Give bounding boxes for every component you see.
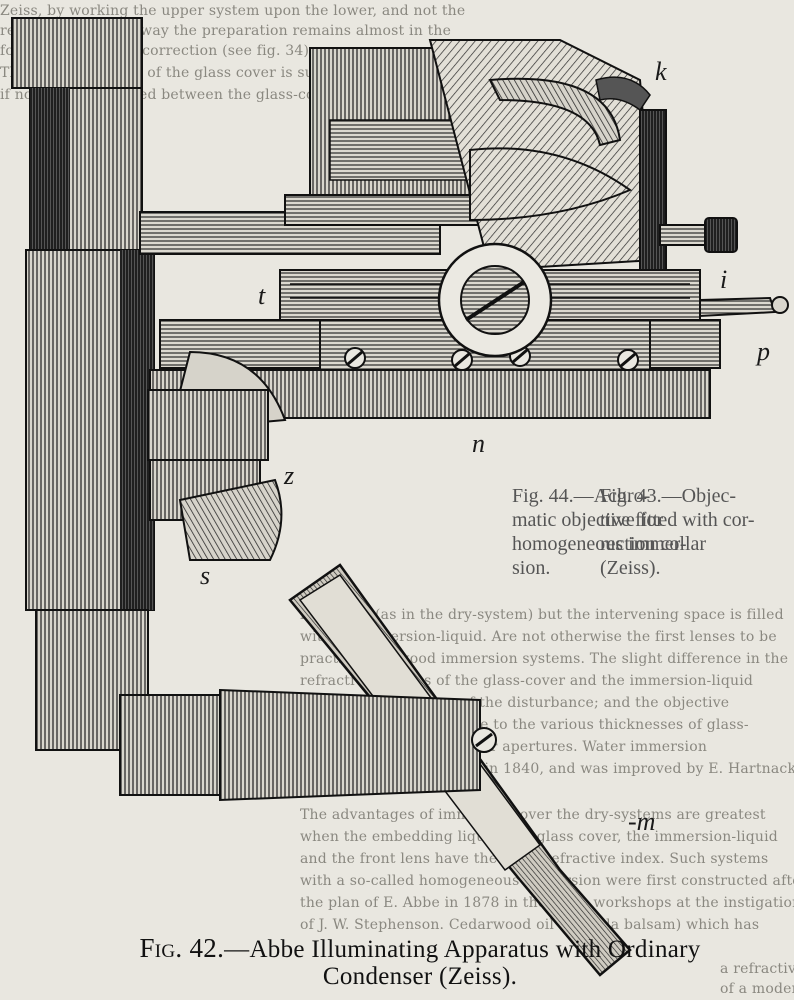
bleed-line: with an immersion-liquid. Are not otherw…	[300, 629, 777, 645]
caption-text-line1: —Abbe Illuminating Apparatus with Ordina…	[224, 936, 701, 963]
bleed-line: practical and good immersion systems. Th…	[300, 651, 789, 667]
bleed-line: a refractive index of 1·515 is the immer…	[720, 961, 794, 977]
label-i: i	[720, 265, 727, 294]
pillar	[11, 17, 155, 751]
bleed-line: front lens (as in the dry-system) but th…	[300, 607, 784, 623]
bleed-line: The advantages of immersion over the dry…	[300, 807, 766, 823]
bleed-line: of J. W. Stephenson. Cedarwood oil (Cana…	[300, 917, 760, 933]
label-z: z	[283, 461, 294, 490]
bleed-line: when the embedding liquid, the glass cov…	[300, 829, 778, 845]
label-t: t	[258, 281, 266, 310]
bleed-line: of a modern system of this type with a n…	[720, 981, 794, 997]
label-k: k	[655, 57, 667, 86]
figure-number: Fig. 42.	[139, 933, 225, 963]
label-n: n	[472, 429, 485, 458]
fig44-caption: Fig. 44.—Achro- matic objective for homo…	[512, 485, 687, 579]
figure-caption: Fig. 42.—Abbe Illuminating Apparatus wit…	[80, 933, 760, 991]
label-s: s	[200, 561, 210, 590]
bleed-line: Zeiss, by working the upper system upon …	[0, 3, 466, 19]
label-m: -m	[628, 807, 655, 836]
fig43-caption: Fig. 43.—Objec- tive fitted with cor- re…	[600, 485, 755, 579]
label-p: p	[755, 337, 770, 366]
caption-text-line2: Condenser (Zeiss).	[322, 963, 518, 990]
